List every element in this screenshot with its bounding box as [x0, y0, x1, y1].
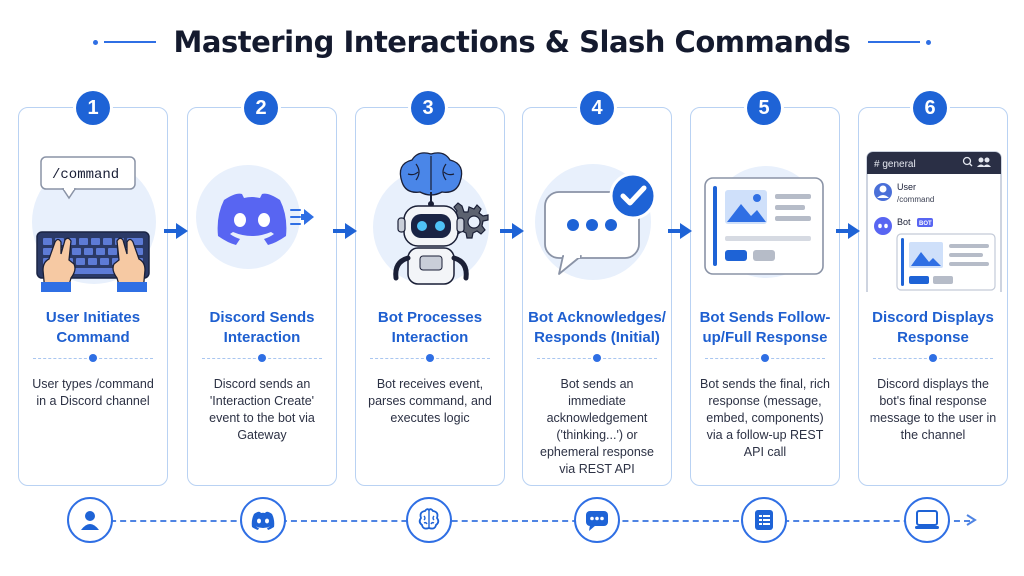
step-title-1: User Initiates Command [45, 309, 141, 346]
arrow-right-icon [668, 223, 692, 239]
channel-name: # general [874, 159, 916, 170]
step-description-6: Discord displays the bot's final respons… [869, 377, 997, 442]
step-description-3: Bot receives event, parses command, and … [368, 377, 492, 425]
step-number-5: 5 [747, 91, 781, 125]
step-description-1: User types /command in a Discord channel [32, 377, 154, 408]
separator [202, 354, 322, 362]
step-title-4: Bot Acknowledges/ Responds (Initial) [528, 309, 666, 346]
bot-badge: BOT [919, 221, 932, 227]
arrow-right-icon [500, 223, 524, 239]
step-title-5: Bot Sends Follow-up/Full Response [699, 309, 831, 346]
user-icon [67, 497, 113, 543]
step-number-6: 6 [913, 91, 947, 125]
chat-bubble-check-icon [535, 164, 657, 280]
robot-brain-gear-icon [373, 152, 489, 285]
brain-icon [406, 497, 452, 543]
separator [370, 354, 490, 362]
step-card-3: Bot Processes Interaction Bot receives e… [355, 107, 505, 486]
user-label: User [897, 182, 916, 192]
discord-logo-icon [196, 165, 314, 269]
step-card-1: /command User Initiates Command User typ… [18, 107, 168, 486]
page-title: Mastering Interactions & Slash Commands [173, 25, 851, 59]
separator [537, 354, 657, 362]
step-card-2: Discord Sends Interaction Discord sends … [187, 107, 337, 486]
monitor-icon [904, 497, 950, 543]
step-card-4: Bot Acknowledges/ Responds (Initial) Bot… [522, 107, 672, 486]
timeline-arrow-icon [966, 514, 977, 526]
timeline-line [90, 520, 970, 522]
user-message: /command [897, 195, 934, 204]
step-number-3: 3 [411, 91, 445, 125]
separator [873, 354, 993, 362]
bot-label: Bot [897, 217, 911, 227]
step-description-5: Bot sends the final, rich response (mess… [700, 377, 830, 459]
step-number-2: 2 [244, 91, 278, 125]
keyboard-hands-icon: /command [32, 156, 156, 292]
step-title-6: Discord Displays Response [872, 309, 994, 346]
command-bubble-text: /command [52, 167, 119, 183]
separator [33, 354, 153, 362]
discord-window-icon: # general User /command Bot BOT [866, 151, 1002, 292]
embed-card-icon [704, 166, 824, 278]
document-list-icon [741, 497, 787, 543]
title-row: Mastering Interactions & Slash Commands [0, 18, 1024, 66]
title-decoration-left [92, 39, 156, 45]
step-title-2: Discord Sends Interaction [209, 309, 315, 346]
separator [705, 354, 825, 362]
discord-icon [240, 497, 286, 543]
step-card-6: # general User /command Bot BOT Discord … [858, 107, 1008, 486]
chat-icon [574, 497, 620, 543]
title-decoration-right [868, 39, 932, 45]
step-card-5: Bot Sends Follow-up/Full Response Bot se… [690, 107, 840, 486]
step-number-4: 4 [580, 91, 614, 125]
step-description-2: Discord sends an 'Interaction Create' ev… [209, 377, 315, 442]
arrow-right-icon [333, 223, 357, 239]
arrow-right-icon [164, 223, 188, 239]
step-number-1: 1 [76, 91, 110, 125]
arrow-right-icon [836, 223, 860, 239]
step-title-3: Bot Processes Interaction [377, 309, 483, 346]
step-description-4: Bot sends an immediate acknowledgement (… [540, 377, 654, 476]
